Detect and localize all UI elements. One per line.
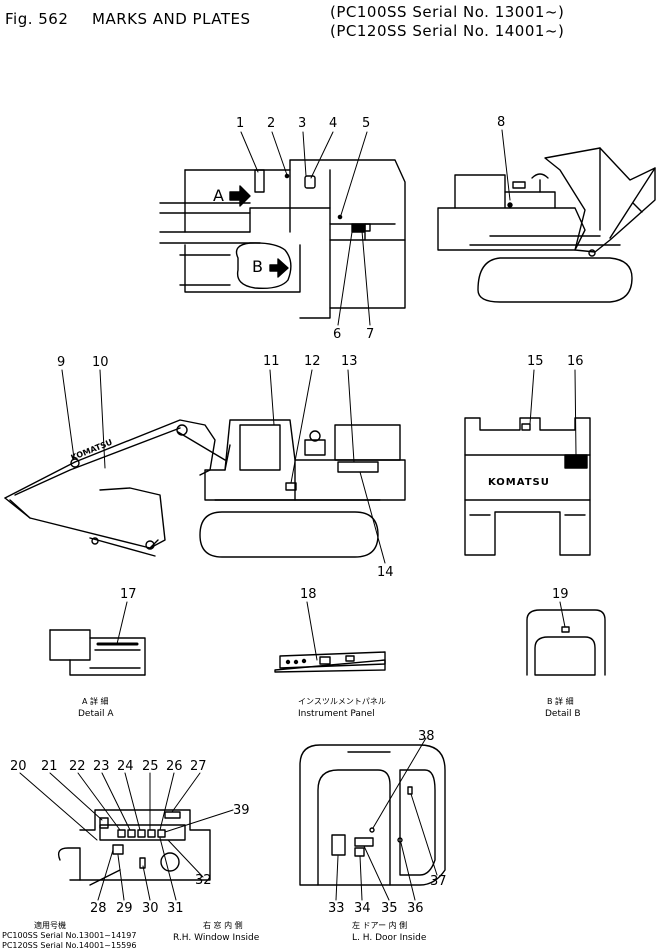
detail-b-caption-jp: B 詳 細 (547, 697, 574, 706)
callout-34: 34 (354, 901, 371, 916)
callout-11: 11 (263, 354, 280, 369)
callout-37: 37 (430, 874, 447, 889)
callout-6: 6 (333, 327, 342, 342)
detail-b-arrow-letter: B (252, 257, 263, 276)
detail-a-caption: Detail A (78, 709, 114, 719)
detail-b-caption: Detail B (545, 709, 581, 719)
leader-lines (19, 129, 577, 901)
callout-20: 20 (10, 759, 27, 774)
callout-38: 38 (418, 729, 435, 744)
side-view (437, 147, 656, 303)
lh-door-drawing (299, 744, 446, 886)
callout-5: 5 (362, 116, 371, 131)
callout-22: 22 (69, 759, 86, 774)
callout-8: 8 (497, 115, 506, 130)
rh-window-drawing (57, 809, 211, 886)
instrument-panel-caption: Instrument Panel (298, 709, 375, 719)
callout-1: 1 (236, 116, 245, 131)
lh-door-caption-jp: 左 ドアー 内 側 (352, 921, 408, 930)
rh-window-caption-jp: 右 窓 内 側 (203, 921, 243, 930)
callout-21: 21 (41, 759, 58, 774)
callout-16: 16 (567, 354, 584, 369)
rear-view (464, 417, 591, 556)
detail-a-arrow-letter: A (213, 186, 224, 205)
callout-3: 3 (298, 116, 307, 131)
callout-4: 4 (329, 116, 338, 131)
callout-13: 13 (341, 354, 358, 369)
detail-a-caption-jp: A 詳 細 (82, 697, 109, 706)
top-view (159, 159, 406, 319)
callout-17: 17 (120, 587, 137, 602)
callout-23: 23 (93, 759, 110, 774)
applicability-line-2: PC120SS Serial No.14001~15596 (2, 941, 137, 950)
callout-28: 28 (90, 901, 107, 916)
callout-39: 39 (233, 803, 250, 818)
callout-26: 26 (166, 759, 183, 774)
callout-2: 2 (267, 116, 276, 131)
instrument-panel-caption-jp: インスツルメントパネル (298, 697, 386, 706)
rear-brand-text: KOMATSU (488, 477, 550, 488)
callout-32: 32 (195, 873, 212, 888)
serial-line-2: (PC120SS Serial No. 14001~) (330, 22, 565, 40)
detail-a-drawing (49, 629, 146, 676)
applicability-line-1: PC100SS Serial No.13001~14197 (2, 931, 137, 940)
rh-window-caption: R.H. Window Inside (173, 933, 260, 943)
figure-title: MARKS AND PLATES (92, 10, 251, 28)
lh-door-caption: L. H. Door Inside (352, 933, 427, 943)
callout-18: 18 (300, 587, 317, 602)
callout-33: 33 (328, 901, 345, 916)
callout-14: 14 (377, 565, 394, 580)
callout-30: 30 (142, 901, 159, 916)
applicability-label-jp: 適用号機 (34, 921, 66, 930)
callout-15: 15 (527, 354, 544, 369)
figure-number: Fig. 562 (5, 10, 69, 28)
detail-b-drawing (526, 609, 606, 676)
callout-10: 10 (92, 355, 109, 370)
callout-31: 31 (167, 901, 184, 916)
callout-24: 24 (117, 759, 134, 774)
callout-9: 9 (57, 355, 66, 370)
callout-19: 19 (552, 587, 569, 602)
callout-25: 25 (142, 759, 159, 774)
instrument-panel-drawing (274, 651, 386, 673)
callout-12: 12 (304, 354, 321, 369)
callout-7: 7 (366, 327, 375, 342)
callout-36: 36 (407, 901, 424, 916)
excavator-side-view (4, 419, 406, 558)
serial-line-1: (PC100SS Serial No. 13001~) (330, 3, 565, 21)
callout-35: 35 (381, 901, 398, 916)
callout-27: 27 (190, 759, 207, 774)
callout-29: 29 (116, 901, 133, 916)
